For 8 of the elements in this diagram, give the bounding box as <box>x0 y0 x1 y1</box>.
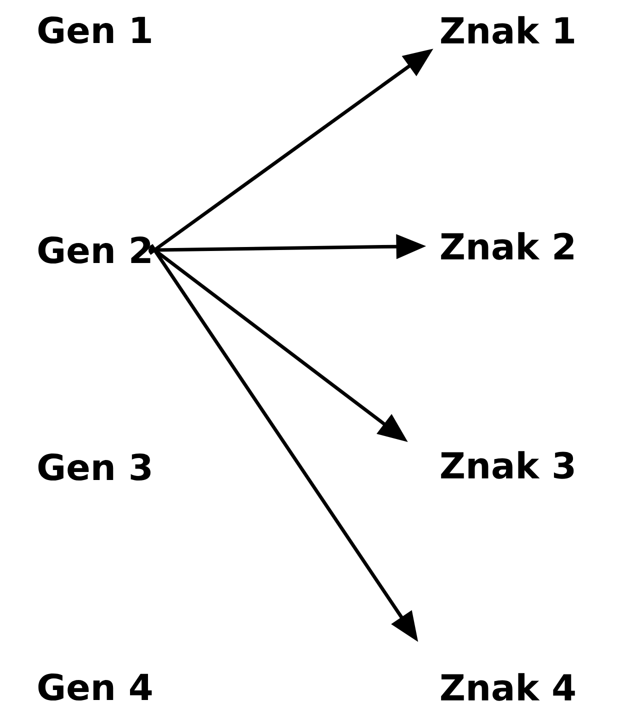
label-text: Znak 3 <box>441 451 574 479</box>
label-text: Znak 4 <box>441 673 575 701</box>
label-text: Gen 4 <box>38 673 152 701</box>
label-text: Gen 1 <box>38 16 151 44</box>
label-text: Znak 2 <box>441 232 574 260</box>
label-text: Znak 1 <box>441 16 574 44</box>
label-text: Gen 2 <box>38 236 150 264</box>
label-text: Gen 3 <box>38 453 150 481</box>
